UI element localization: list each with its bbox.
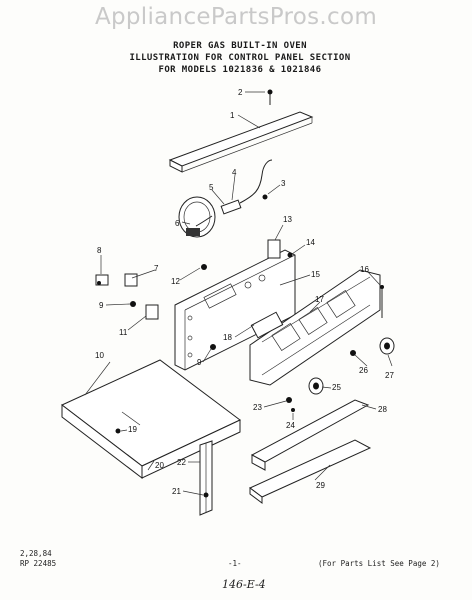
callout-label: 10	[95, 351, 104, 360]
part-shelf	[61, 359, 241, 480]
leader-lines	[84, 91, 393, 496]
handwritten-note: 146-E-4	[222, 578, 266, 591]
callout-label: 21	[172, 487, 181, 496]
callout-label: 14	[306, 238, 315, 247]
part-screw-12	[201, 264, 207, 270]
part-screw-9b	[210, 344, 216, 350]
header-line-2: ILLUSTRATION FOR CONTROL PANEL SECTION	[129, 53, 351, 63]
part-23	[286, 397, 292, 403]
callout-label: 29	[316, 481, 325, 490]
header-line-3: FOR MODELS 1021836 & 1021846	[158, 65, 322, 75]
callout-label: 18	[223, 333, 232, 342]
callout-label: 26	[359, 366, 368, 375]
part-igniter	[195, 159, 273, 227]
callout-label: 19	[128, 425, 137, 434]
callout-label: 5	[209, 183, 214, 192]
part-console-front	[249, 269, 381, 386]
part-screw-14	[287, 252, 293, 258]
part-top-trim	[168, 111, 314, 173]
callout-label: 20	[155, 461, 164, 470]
callout-label: 24	[286, 421, 295, 430]
part-timer	[178, 196, 216, 238]
part-pin-16	[380, 285, 384, 318]
callout-label: 8	[97, 246, 102, 255]
part-screw-21	[203, 492, 209, 498]
part-18	[250, 311, 284, 339]
callout-label: 2	[238, 88, 243, 97]
callout-label: 11	[119, 328, 128, 337]
part-control-panel-back	[174, 249, 296, 371]
callout-label: 12	[171, 277, 180, 286]
callout-label: 23	[253, 403, 262, 412]
part-bracket	[267, 239, 281, 259]
part-screw-19	[115, 428, 121, 434]
footer-date: 2,28,84	[20, 549, 52, 558]
part-screw-26	[350, 350, 356, 356]
part-knob-25	[308, 377, 324, 395]
callout-label: 9	[99, 301, 104, 310]
callout-label: 16	[360, 265, 369, 274]
part-trim-29	[249, 439, 372, 504]
callout-label: 22	[177, 458, 186, 467]
part-knob-27	[379, 337, 395, 355]
part-switch	[124, 273, 138, 287]
callout-labels: 1 2 3 4 5 6 7 8 9 9 10 11 12 13 14 15 16…	[95, 88, 394, 496]
part-8	[95, 274, 109, 286]
watermark: AppliancePartsPros.com	[94, 4, 378, 30]
callout-label: 7	[154, 264, 159, 273]
callout-label: 3	[281, 179, 286, 188]
callout-label: 13	[283, 215, 292, 224]
footer-page-number: -1-	[228, 559, 242, 568]
part-screw-3	[262, 194, 268, 200]
part-24	[291, 408, 295, 412]
callout-label: 4	[232, 168, 237, 177]
callout-label: 17	[315, 295, 324, 304]
callout-label: 1	[230, 111, 235, 120]
part-trim-28	[250, 399, 370, 471]
callout-label: 9	[197, 358, 202, 367]
callout-label: 28	[378, 405, 387, 414]
footer-code: RP 22485	[20, 559, 57, 568]
part-screw-top	[267, 89, 273, 105]
part-screw-9a	[130, 301, 136, 307]
callout-label: 15	[311, 270, 320, 279]
footer-note: (For Parts List See Page 2)	[318, 559, 440, 568]
callout-label: 27	[385, 371, 394, 380]
part-11	[145, 304, 159, 320]
callout-label: 25	[332, 383, 341, 392]
header-line-1: ROPER GAS BUILT-IN OVEN	[173, 41, 307, 51]
callout-label: 6	[175, 219, 180, 228]
part-bracket-22	[199, 440, 213, 516]
